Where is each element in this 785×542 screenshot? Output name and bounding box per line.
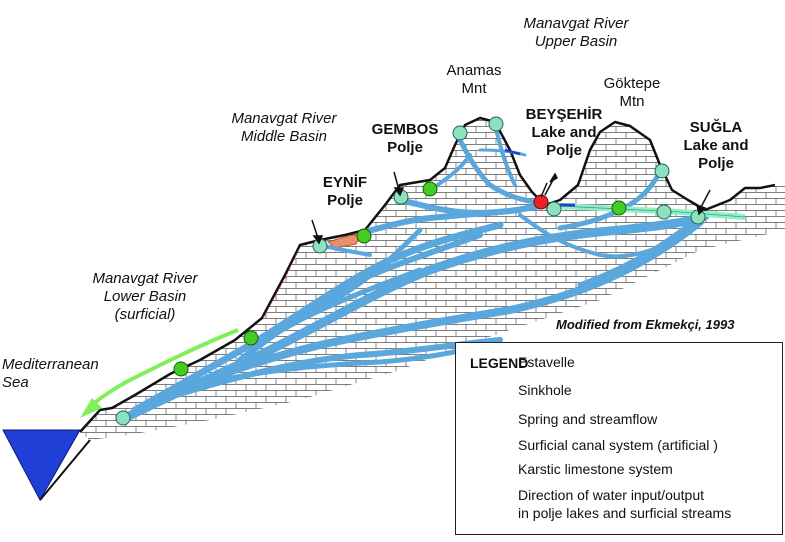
mediterranean-sea — [2, 429, 81, 502]
lower-basin-label: Manavgat River Lower Basin (surficial) — [70, 270, 220, 324]
eynif-label: EYNİF Polje — [310, 174, 380, 210]
middle-basin-line2: Middle Basin — [241, 128, 327, 145]
gembos-label: GEMBOS Polje — [360, 121, 450, 157]
sea-line1: Mediterranean — [2, 356, 99, 373]
goktepe-line2: Mtn — [619, 93, 645, 110]
credit-label: Modified from Ekmekçi, 1993 — [556, 317, 735, 332]
middle-basin-label: Manavgat River Middle Basin — [214, 110, 354, 146]
legend-title: LEGEND — [470, 355, 529, 371]
legend-limestone: Karstic limestone system — [518, 461, 673, 477]
legend-estavelle: Estavelle — [518, 354, 575, 370]
beysehir-line2: Lake and — [531, 124, 597, 141]
surface-red-streak — [262, 246, 301, 319]
upper-basin-label: Manavgat River Upper Basin — [506, 15, 646, 51]
sugla-label: SUĞLA Lake and Polje — [668, 119, 764, 173]
upper-basin-line2: Upper Basin — [534, 33, 618, 50]
lower-basin-line1: Manavgat River — [92, 270, 198, 287]
goktepe-label: Göktepe Mtn — [594, 75, 670, 111]
eynif-line1: EYNİF — [322, 174, 368, 191]
legend-sinkhole: Sinkhole — [518, 382, 572, 398]
goktepe-line1: Göktepe — [603, 75, 661, 92]
small-lake-anamas — [504, 148, 521, 156]
legend: LEGEND Estavelle Sinkhole Spring and str… — [455, 342, 783, 535]
sugla-line3: Polje — [698, 155, 734, 172]
anamas-line1: Anamas — [446, 62, 502, 79]
legend-spring: Spring and streamflow — [518, 411, 658, 427]
surficial-flow-arrow — [90, 328, 239, 407]
karst-conduits — [120, 123, 710, 423]
upper-basin-line1: Manavgat River — [523, 15, 629, 32]
lower-basin-line2: Lower Basin — [103, 288, 187, 305]
lower-basin-line3: (surficial) — [114, 306, 176, 323]
anamas-label: Anamas Mnt — [436, 62, 512, 98]
gembos-line2: Polje — [387, 139, 423, 156]
legend-canal: Surficial canal system (artificial ) — [518, 437, 718, 453]
sugla-line1: SUĞLA — [689, 119, 743, 136]
beysehir-label: BEYŞEHİR Lake and Polje — [516, 106, 612, 160]
springs — [173, 181, 627, 377]
estavelle-marker — [533, 194, 549, 210]
anamas-line2: Mnt — [461, 80, 487, 97]
legend-direction-line1: Direction of water input/output — [518, 487, 704, 503]
sugla-line2: Lake and — [683, 137, 749, 154]
sea-shore — [39, 439, 91, 501]
eynif-line2: Polje — [327, 192, 363, 209]
surface-profile — [79, 116, 776, 433]
beysehir-line1: BEYŞEHİR — [525, 106, 603, 123]
surficial-flow-arrowhead — [80, 398, 102, 418]
gembos-line1: GEMBOS — [371, 121, 439, 138]
middle-basin-line1: Manavgat River — [231, 110, 337, 127]
legend-direction-line2: in polje lakes and surficial streams — [518, 505, 732, 521]
direction-arrows — [311, 171, 711, 245]
sea-label: Mediterranean Sea — [2, 356, 112, 392]
sea-line2: Sea — [2, 374, 29, 391]
beysehir-line3: Polje — [546, 142, 582, 159]
